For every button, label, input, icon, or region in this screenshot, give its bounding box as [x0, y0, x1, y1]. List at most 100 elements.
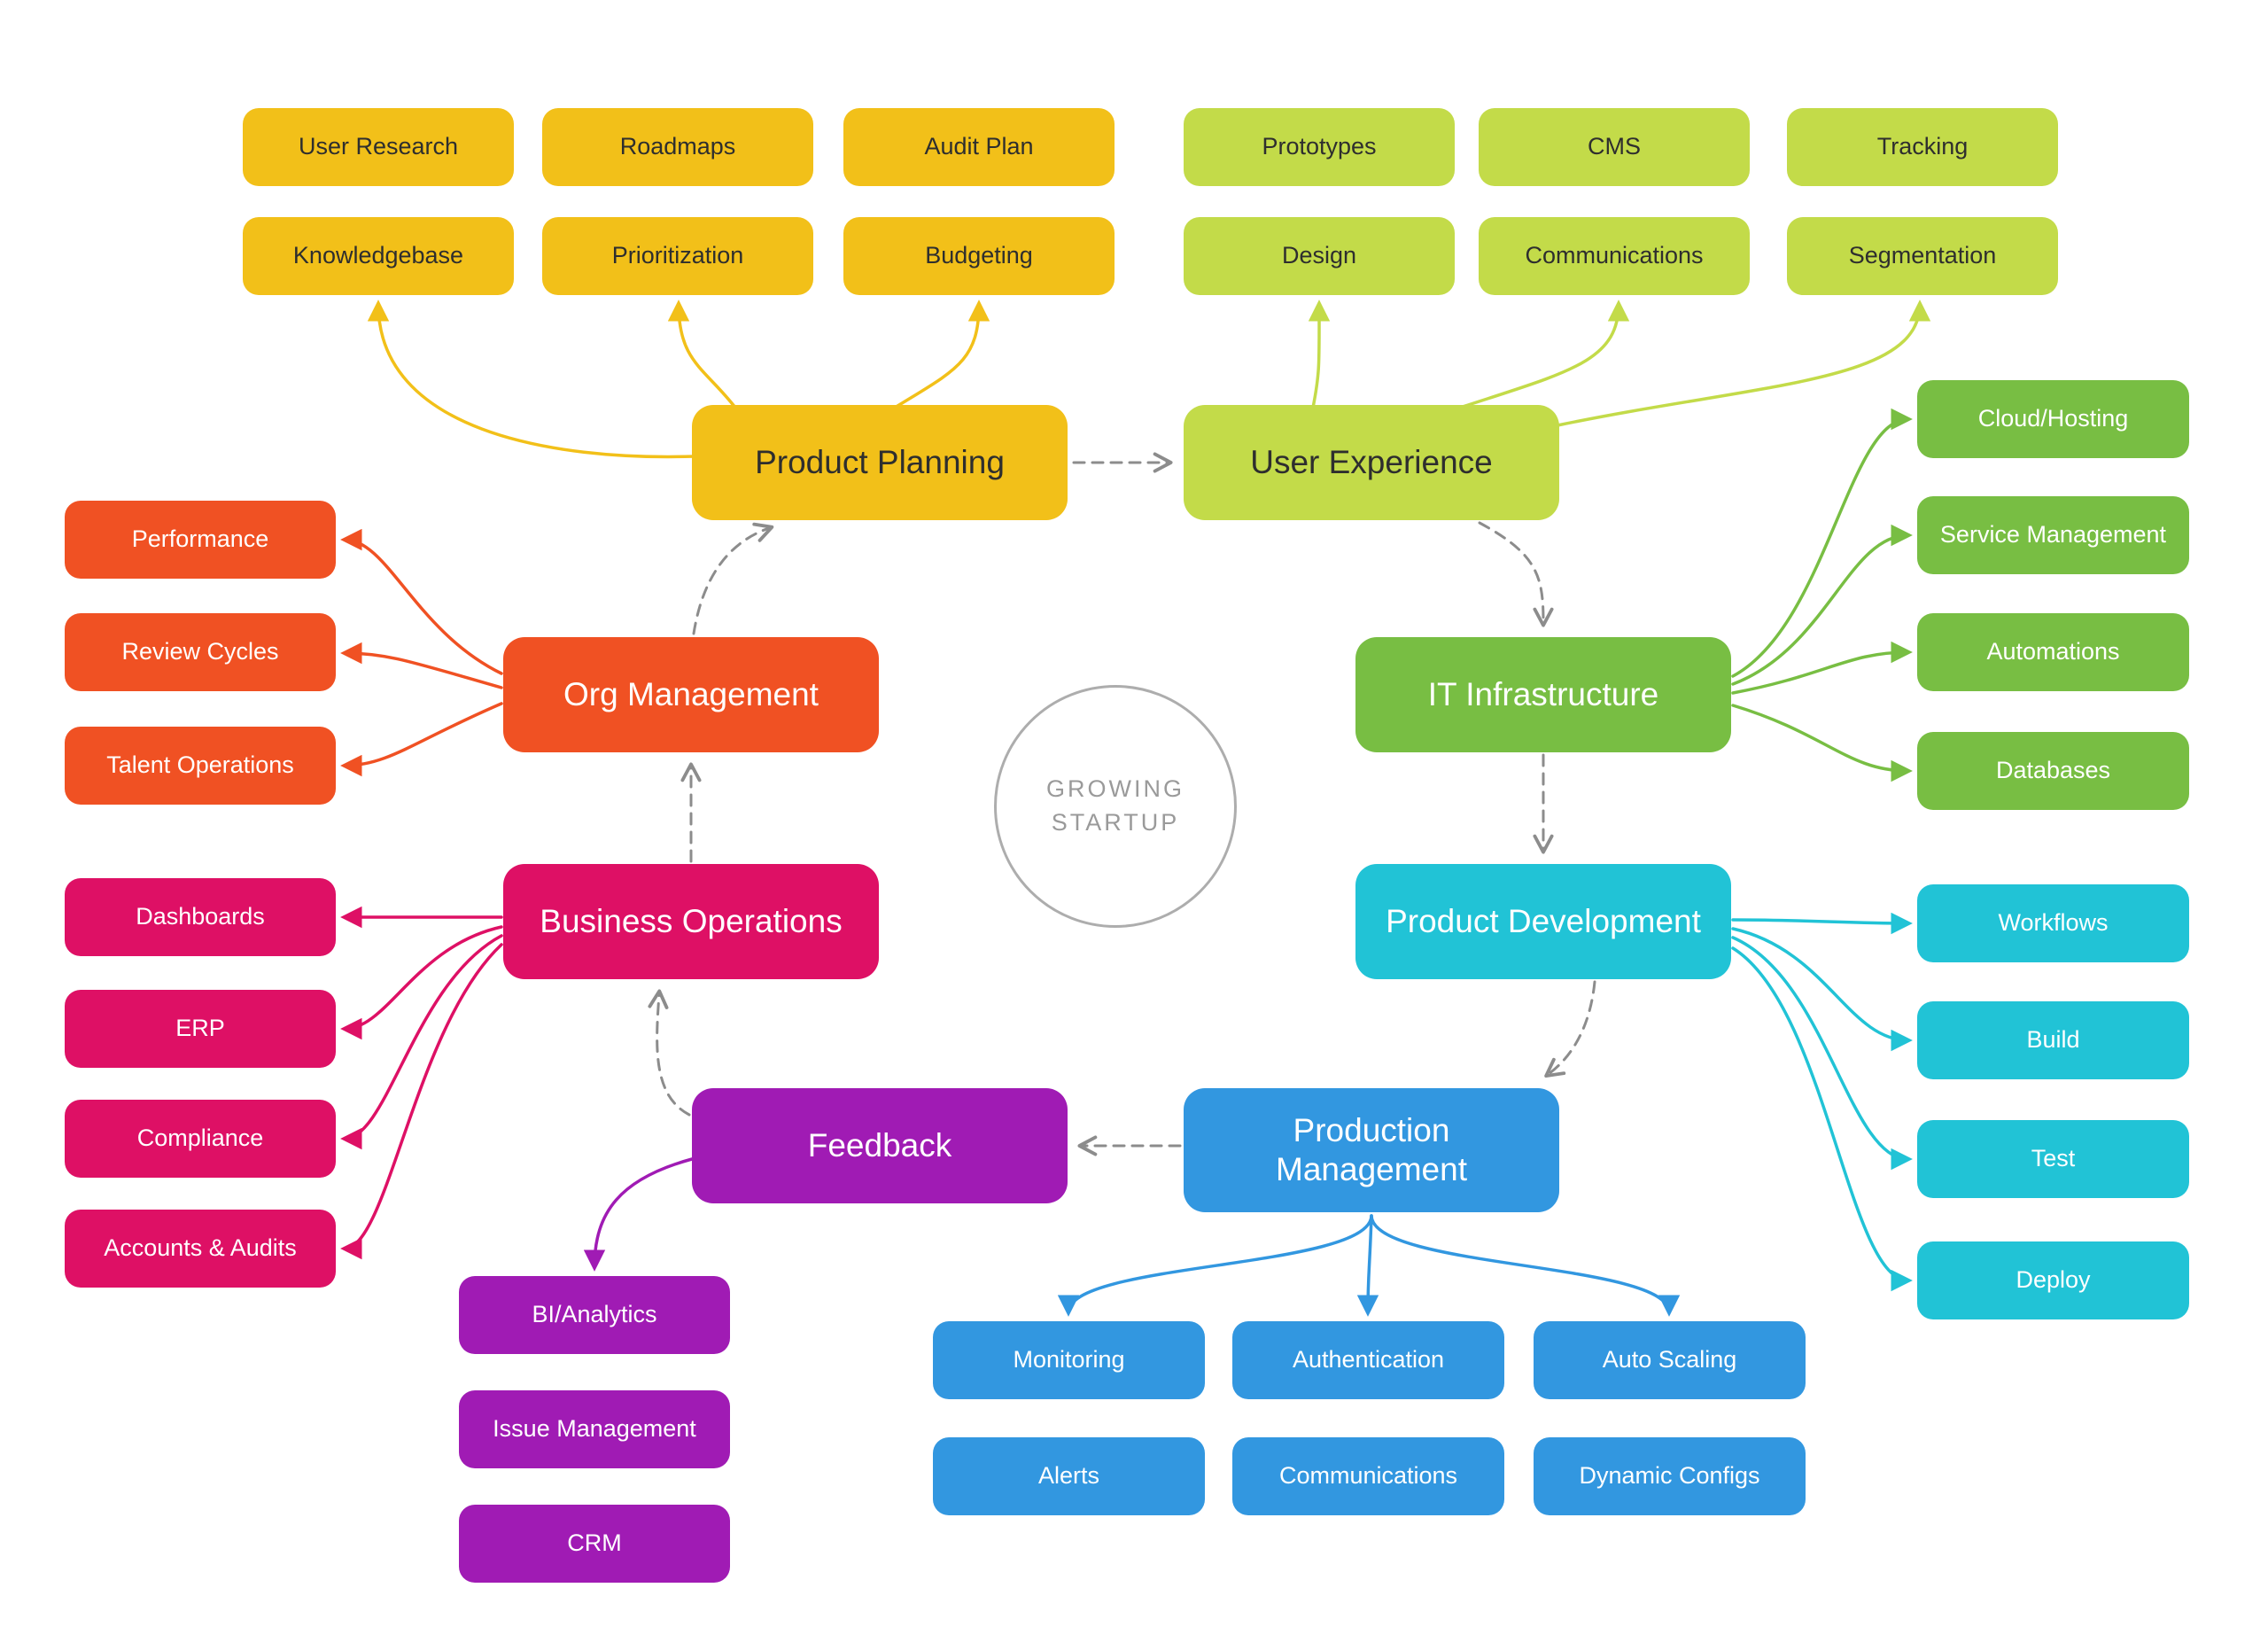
node-knowledgebase-label: Knowledgebase — [292, 242, 464, 269]
node-dynamic-configs[interactable]: Dynamic Configs — [1534, 1437, 1806, 1515]
node-production-management-label: Production Management — [1276, 1112, 1467, 1187]
node-talent-operations[interactable]: Talent Operations — [65, 727, 336, 805]
node-cloud-hosting[interactable]: Cloud/Hosting — [1917, 380, 2189, 458]
node-communications-prod[interactable]: Communications — [1232, 1437, 1504, 1515]
node-user-experience[interactable]: User Experience — [1184, 405, 1559, 520]
edge-it-infrastructure-to-databases-arrow — [1731, 704, 1913, 782]
node-product-development[interactable]: Product Development — [1355, 864, 1731, 979]
node-erp-label: ERP — [175, 1015, 225, 1042]
node-production-management[interactable]: Production Management — [1184, 1088, 1559, 1212]
node-feedback[interactable]: Feedback — [692, 1088, 1068, 1203]
node-cms-label: CMS — [1588, 133, 1641, 160]
edge-product-development-to-build-arrow — [1731, 927, 1913, 1052]
node-budgeting[interactable]: Budgeting — [843, 217, 1115, 295]
node-dashboards[interactable]: Dashboards — [65, 878, 336, 956]
edge-business-operations-to-compliance-arrow — [340, 934, 503, 1150]
node-monitoring[interactable]: Monitoring — [933, 1321, 1205, 1399]
node-design[interactable]: Design — [1184, 217, 1455, 295]
edge-production-management-to-authentication-arrow — [1356, 1214, 1379, 1317]
node-product-development-label: Product Development — [1386, 903, 1701, 940]
node-authentication[interactable]: Authentication — [1232, 1321, 1504, 1399]
node-performance-label: Performance — [131, 525, 269, 553]
node-databases[interactable]: Databases — [1917, 732, 2189, 810]
node-cms[interactable]: CMS — [1479, 108, 1750, 186]
node-communications-ux[interactable]: Communications — [1479, 217, 1750, 295]
node-talent-operations-label: Talent Operations — [106, 751, 294, 779]
edge-business-operations-to-erp-arrow — [340, 925, 503, 1040]
node-roadmaps-label: Roadmaps — [619, 133, 736, 160]
node-it-infrastructure[interactable]: IT Infrastructure — [1355, 637, 1731, 752]
node-product-planning-label: Product Planning — [755, 444, 1005, 481]
edge-production-management-to-auto-scaling-arrow — [1370, 1214, 1681, 1317]
node-alerts-label: Alerts — [1037, 1462, 1100, 1490]
center-hub-circle[interactable]: GROWING STARTUP — [994, 685, 1237, 928]
node-test[interactable]: Test — [1917, 1120, 2189, 1198]
node-compliance[interactable]: Compliance — [65, 1100, 336, 1178]
node-prioritization[interactable]: Prioritization — [542, 217, 813, 295]
edge-feedback-to-business-operations-flow-arrow — [648, 989, 691, 1117]
node-automations-label: Automations — [1986, 638, 2120, 665]
edge-user-experience-to-segmentation-arrow — [1556, 300, 1931, 427]
node-auto-scaling-label: Auto Scaling — [1602, 1346, 1737, 1374]
node-tracking[interactable]: Tracking — [1787, 108, 2058, 186]
center-hub-label-line2: STARTUP — [1051, 809, 1180, 836]
node-feedback-label: Feedback — [807, 1127, 952, 1164]
node-business-operations-label: Business Operations — [540, 903, 843, 940]
node-accounts-audits[interactable]: Accounts & Audits — [65, 1210, 336, 1288]
edge-production-management-to-monitoring-arrow — [1057, 1214, 1373, 1317]
node-erp[interactable]: ERP — [65, 990, 336, 1068]
node-prioritization-label: Prioritization — [611, 242, 744, 269]
node-bi-analytics-label: BI/Analytics — [532, 1301, 657, 1328]
edge-org-management-to-product-planning-flow-arrow — [692, 522, 774, 635]
node-roadmaps[interactable]: Roadmaps — [542, 108, 813, 186]
edge-product-planning-to-budgeting-arrow — [893, 300, 990, 409]
edge-it-infrastructure-to-cloud-hosting-arrow — [1731, 408, 1913, 678]
node-segmentation-label: Segmentation — [1848, 242, 1997, 269]
node-bi-analytics[interactable]: BI/Analytics — [459, 1276, 730, 1354]
edge-product-development-to-test-arrow — [1731, 936, 1913, 1171]
node-build[interactable]: Build — [1917, 1001, 2189, 1079]
node-user-research-label: User Research — [298, 133, 459, 160]
node-org-management[interactable]: Org Management — [503, 637, 879, 752]
node-deploy[interactable]: Deploy — [1917, 1241, 2189, 1319]
node-crm[interactable]: CRM — [459, 1505, 730, 1583]
node-service-management-label: Service Management — [1939, 521, 2167, 549]
node-review-cycles[interactable]: Review Cycles — [65, 613, 336, 691]
node-segmentation[interactable]: Segmentation — [1787, 217, 2058, 295]
node-automations[interactable]: Automations — [1917, 613, 2189, 691]
node-audit-plan[interactable]: Audit Plan — [843, 108, 1115, 186]
node-deploy-label: Deploy — [2016, 1266, 2091, 1294]
node-business-operations[interactable]: Business Operations — [503, 864, 879, 979]
node-knowledgebase[interactable]: Knowledgebase — [243, 217, 514, 295]
node-communications-prod-label: Communications — [1278, 1462, 1458, 1490]
node-service-management[interactable]: Service Management — [1917, 496, 2189, 574]
edge-user-experience-to-communications-ux-arrow — [1458, 300, 1630, 409]
node-test-label: Test — [2031, 1145, 2076, 1172]
node-cloud-hosting-label: Cloud/Hosting — [1977, 405, 2129, 432]
edge-product-development-to-deploy-arrow — [1731, 946, 1913, 1292]
edge-product-planning-to-prioritization-arrow — [667, 300, 737, 409]
node-dynamic-configs-label: Dynamic Configs — [1579, 1462, 1760, 1490]
node-user-research[interactable]: User Research — [243, 108, 514, 186]
node-prototypes-label: Prototypes — [1262, 133, 1377, 160]
node-org-management-label: Org Management — [563, 676, 819, 713]
edge-org-management-to-talent-operations-arrow — [340, 702, 503, 777]
node-alerts[interactable]: Alerts — [933, 1437, 1205, 1515]
node-budgeting-label: Budgeting — [925, 242, 1033, 269]
node-issue-management-label: Issue Management — [493, 1415, 696, 1443]
node-workflows[interactable]: Workflows — [1917, 884, 2189, 962]
node-product-planning[interactable]: Product Planning — [692, 405, 1068, 520]
node-prototypes[interactable]: Prototypes — [1184, 108, 1455, 186]
edge-org-management-to-review-cycles-arrow — [340, 642, 503, 689]
node-performance[interactable]: Performance — [65, 501, 336, 579]
edge-feedback-to-bi-analytics-arrow — [583, 1157, 694, 1272]
node-audit-plan-label: Audit Plan — [924, 133, 1034, 160]
node-auto-scaling[interactable]: Auto Scaling — [1534, 1321, 1806, 1399]
node-issue-management[interactable]: Issue Management — [459, 1390, 730, 1468]
edge-product-planning-to-knowledgebase-arrow — [367, 300, 696, 459]
node-design-label: Design — [1281, 242, 1357, 269]
node-communications-ux-label: Communications — [1525, 242, 1704, 269]
node-compliance-label: Compliance — [136, 1125, 264, 1152]
node-review-cycles-label: Review Cycles — [121, 638, 279, 665]
